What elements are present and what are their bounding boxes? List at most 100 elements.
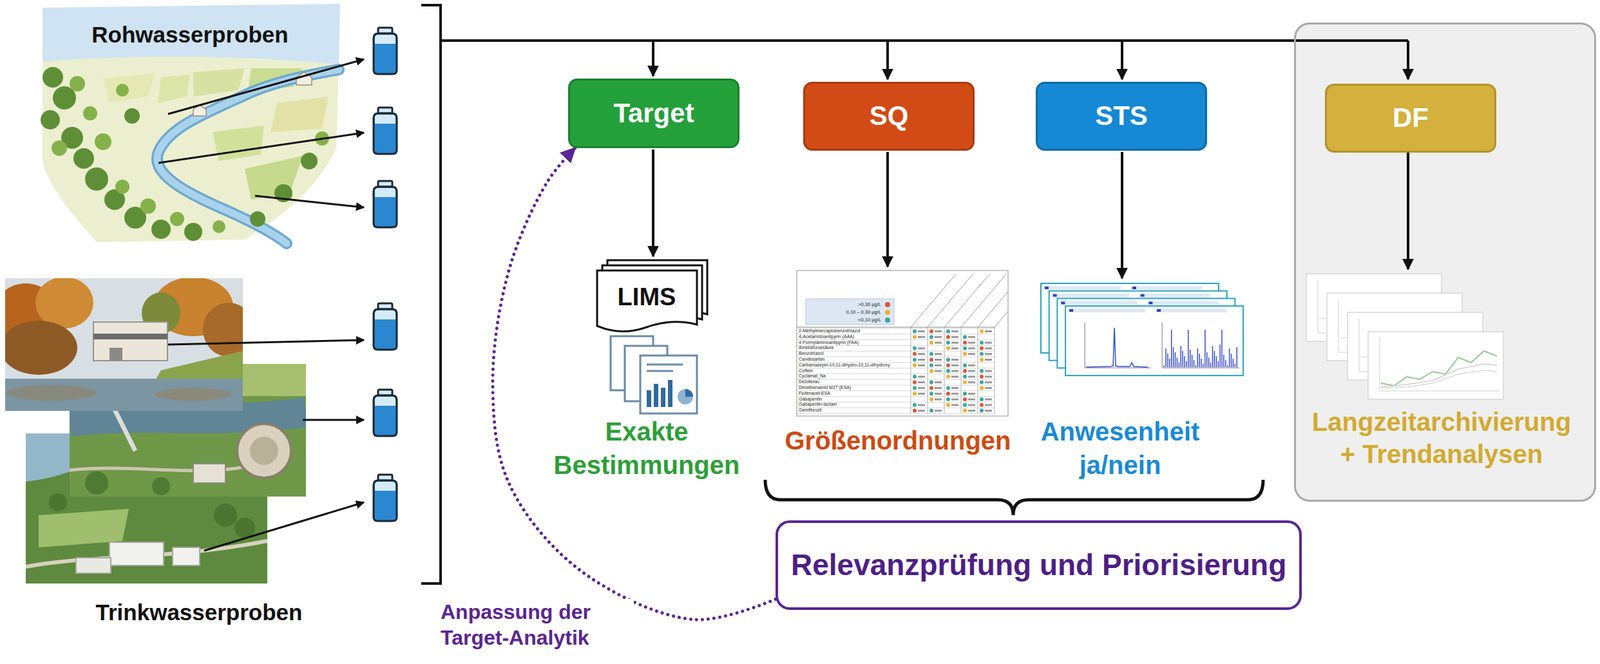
result-table-frame	[796, 396, 996, 397]
result-table-frame	[796, 326, 996, 328]
result-table-frame	[796, 351, 996, 352]
spectra-thumbnails	[1085, 327, 1148, 368]
spectra-thumbnails	[1044, 286, 1049, 290]
result-table-frame	[984, 403, 992, 406]
result-table-frame	[951, 375, 959, 378]
result-table-frame	[951, 342, 959, 344]
waterworks-photo	[172, 547, 200, 566]
result-table-frame	[962, 369, 967, 373]
result-table-frame	[796, 270, 1040, 417]
spectra-thumbnails	[1043, 285, 1121, 290]
landscape-illustration	[115, 179, 130, 194]
method-box: Target	[568, 78, 740, 149]
table-row-label: Cyclamat_Na	[798, 373, 910, 380]
result-table-frame	[968, 375, 976, 378]
result-table-frame	[979, 409, 984, 413]
spectra-thumbnails	[1140, 294, 1145, 297]
waterworks-building-photo	[93, 322, 168, 361]
trend-charts	[1368, 331, 1504, 400]
result-table-frame	[979, 403, 984, 408]
spectra-thumbnails	[1165, 348, 1166, 368]
result-table-frame	[929, 397, 934, 402]
distribution-lines	[421, 5, 441, 584]
spectra-thumbnails	[1206, 352, 1208, 368]
result-table-frame	[951, 330, 959, 333]
result-table-frame	[984, 409, 992, 412]
spectra-thumbnails	[1169, 358, 1170, 368]
result-table-frame	[968, 352, 976, 355]
legend-row: >0,30 µg/L	[807, 300, 893, 309]
spectra-thumbnails	[1225, 360, 1226, 368]
waterworks-photo	[109, 542, 164, 566]
icon-label: LIMS	[608, 283, 686, 312]
result-table-frame	[962, 391, 967, 396]
spectra-thumbnails	[1185, 361, 1187, 368]
result-table-frame	[951, 358, 959, 361]
result-table-frame	[796, 407, 996, 409]
landscape-illustration	[212, 125, 265, 162]
result-table-frame	[968, 381, 976, 384]
lims-icon	[685, 389, 694, 397]
landscape-illustration	[184, 222, 203, 241]
result-table-frame	[962, 380, 967, 385]
result-table-frame	[984, 342, 992, 344]
table-row-label: 4-Acetamidoantipyrin (AAA)	[798, 334, 910, 341]
spectra-thumbnails	[1221, 329, 1222, 368]
method-box: DF	[1324, 83, 1497, 153]
sample-arrows	[168, 340, 364, 345]
waterworks-building-photo	[202, 302, 243, 357]
result-table-frame	[912, 329, 917, 334]
result-table-frame	[796, 367, 996, 369]
archive-panel-ground	[1294, 22, 1597, 502]
result-table-frame	[962, 397, 967, 402]
result-table-frame	[946, 329, 951, 334]
spectra-thumbnails	[1084, 322, 1240, 368]
spectra-thumbnails	[1191, 354, 1193, 368]
spectra-thumbnails	[1187, 329, 1189, 368]
method-box: SQ	[803, 81, 975, 151]
node-text: Target	[613, 97, 694, 130]
sample-bottle	[373, 389, 397, 437]
result-table-frame	[917, 347, 925, 350]
result-table-frame	[934, 364, 942, 367]
landscape-illustration	[157, 69, 339, 244]
landscape-illustration	[85, 167, 109, 191]
sample-bottle	[373, 27, 397, 522]
result-table-frame	[979, 369, 984, 373]
distribution-lines	[886, 40, 889, 80]
table-row-label: Diclofenac	[798, 379, 910, 386]
landscape-illustration	[151, 219, 171, 239]
result-table-frame	[979, 385, 984, 390]
result-table-frame	[946, 340, 951, 345]
waterworks-photo	[48, 493, 67, 512]
waterworks-photo	[25, 541, 268, 567]
lims-icon	[660, 387, 666, 408]
lims-icon	[646, 363, 683, 366]
result-table-frame	[912, 380, 917, 385]
result-table-frame	[917, 375, 925, 378]
landscape-illustration	[115, 83, 129, 97]
spectra-thumbnails	[1156, 309, 1161, 312]
result-table-frame	[977, 327, 979, 414]
sample-group-title: Trinkwasserproben	[83, 599, 315, 627]
spectra-thumbnails	[1216, 356, 1217, 368]
spectra-thumbnails	[1234, 363, 1236, 368]
result-table-frame	[968, 342, 976, 344]
result-table-frame	[979, 380, 984, 385]
feedback-connector	[492, 148, 776, 620]
legend-row: 0,10 – 0,30 µg/L	[807, 308, 893, 317]
result-table-frame	[946, 346, 951, 351]
result-table-frame	[934, 342, 942, 344]
spectra-thumbnails	[1139, 293, 1211, 298]
sample-group-title: Rohwasserproben	[83, 21, 297, 49]
distribution-lines	[886, 152, 889, 267]
result-table-frame	[917, 352, 925, 355]
result-table-frame	[946, 334, 951, 339]
landscape-illustration	[103, 73, 155, 104]
landscape-illustration	[40, 3, 341, 244]
table-row-label: Amidotrizoesäure	[798, 345, 910, 352]
distribution-lines	[651, 40, 655, 77]
node-text: DF	[1392, 101, 1429, 134]
landscape-illustration	[42, 66, 64, 88]
